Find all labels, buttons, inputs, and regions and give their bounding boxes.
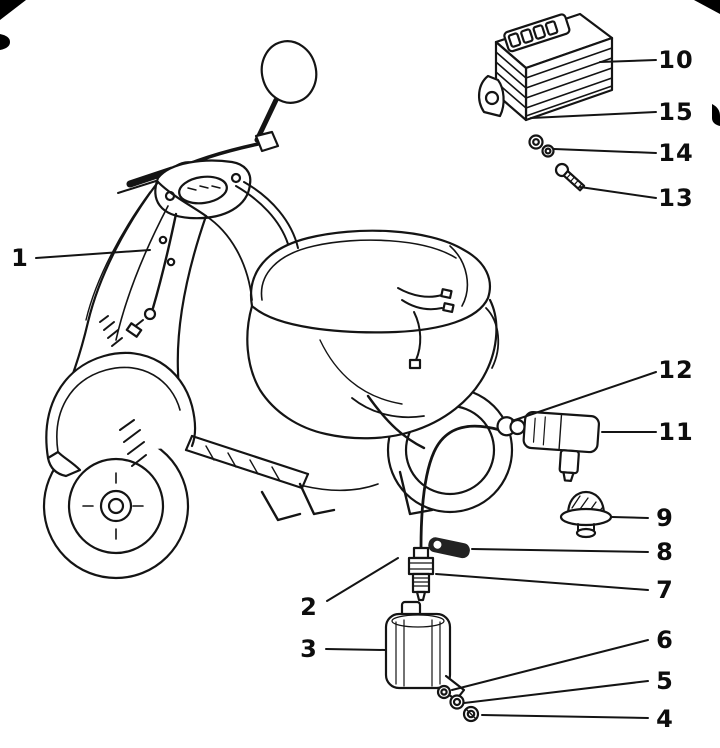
leader-line-13 — [579, 186, 657, 199]
wiring-connectors — [397, 287, 455, 370]
battery-bracket-illustration — [478, 74, 505, 118]
scooter-illustration — [42, 40, 514, 580]
leader-line-14 — [553, 148, 657, 154]
leader-line-15 — [530, 111, 657, 119]
leader-line-5 — [463, 680, 649, 704]
spark-plug-cap-illustration — [496, 410, 601, 482]
ht-cable-illustration — [366, 394, 502, 550]
seat-illustration — [249, 229, 491, 334]
battery-washers-illustration — [528, 134, 555, 158]
battery-illustration — [478, 12, 614, 122]
leader-line-3 — [325, 648, 386, 651]
leader-line-9 — [611, 516, 649, 519]
leader-line-8 — [471, 548, 649, 553]
mirror-illustration — [254, 40, 318, 143]
handlebar-illustration — [117, 130, 299, 249]
leader-lines — [35, 59, 657, 719]
ignition-coil-illustration — [384, 600, 466, 702]
coil-fasteners-illustration — [436, 684, 480, 723]
grommet-illustration — [559, 490, 613, 539]
spark-plug-illustration — [407, 546, 435, 602]
leader-line-2 — [326, 557, 399, 602]
leader-line-4 — [481, 714, 649, 719]
harness-illustration — [99, 212, 178, 347]
leader-line-12 — [511, 371, 657, 422]
leader-line-10 — [599, 59, 657, 63]
leader-line-1 — [35, 249, 151, 259]
leader-line-6 — [451, 639, 649, 691]
floorboard-illustration — [184, 434, 336, 522]
leader-line-7 — [435, 573, 649, 591]
body-lower — [246, 298, 498, 440]
front-fender-illustration — [45, 351, 197, 478]
coil-bracket-illustration — [428, 537, 470, 559]
scan-artifacts — [0, 0, 720, 126]
leg-shield-illustration — [60, 180, 253, 438]
